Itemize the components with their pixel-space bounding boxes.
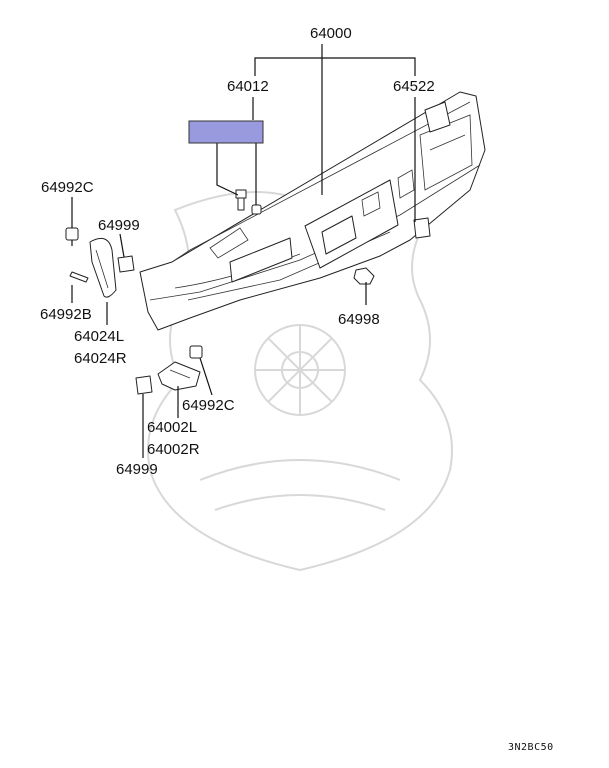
extension-64024-icon xyxy=(89,237,117,298)
label-64992c-bottom: 64992C xyxy=(182,397,235,414)
highlight-box xyxy=(188,120,264,144)
bolt-64992c-top-icon xyxy=(65,227,79,246)
bracket-64002-icon xyxy=(157,361,201,391)
bolt-64012-icon xyxy=(235,189,262,215)
bolt-64998-icon xyxy=(353,267,375,285)
clip-64522-icon xyxy=(413,217,431,239)
clip-64999-bottom-icon xyxy=(135,375,153,395)
label-64002l: 64002L xyxy=(147,419,197,436)
label-64024r: 64024R xyxy=(74,350,127,367)
rear-bumper-assembly xyxy=(139,91,486,331)
label-64992c-top: 64992C xyxy=(41,179,94,196)
diagram-code: 3N2BC50 xyxy=(508,742,554,753)
leader-lines xyxy=(71,44,416,458)
label-64012: 64012 xyxy=(227,78,269,95)
label-64024l: 64024L xyxy=(74,328,124,345)
label-64522: 64522 xyxy=(393,78,435,95)
bolt-64992c-bottom-icon xyxy=(189,345,203,359)
label-64998: 64998 xyxy=(338,311,380,328)
label-64000: 64000 xyxy=(310,25,352,42)
label-64002r: 64002R xyxy=(147,441,200,458)
clip-64999-left-icon xyxy=(117,255,135,273)
label-64999-bottom: 64999 xyxy=(116,461,158,478)
label-64992b: 64992B xyxy=(40,306,92,323)
label-64999-left: 64999 xyxy=(98,217,140,234)
bolt-64992b-icon xyxy=(69,271,89,283)
